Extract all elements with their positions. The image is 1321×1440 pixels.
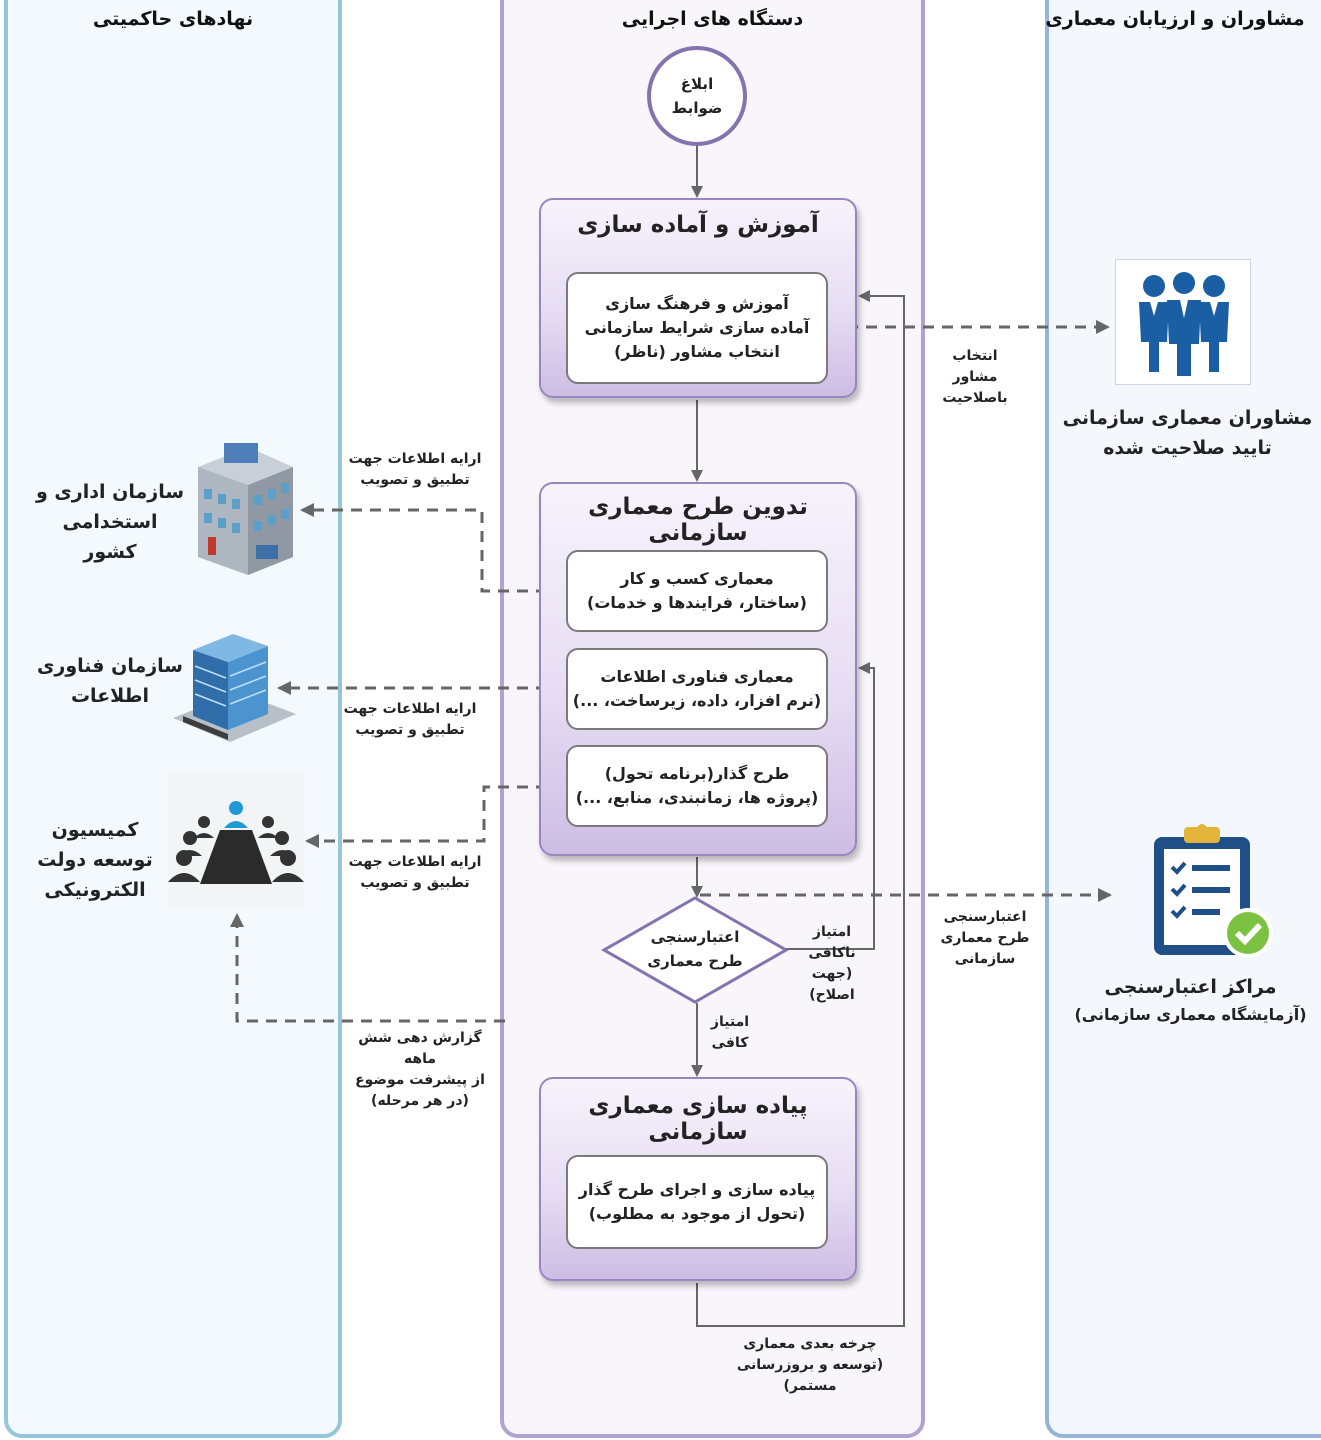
stage-implementation-title: پیاده سازی معماری سازمانی bbox=[588, 1093, 808, 1145]
lane-executive-title: دستگاه های اجرایی bbox=[621, 8, 804, 30]
decision-line-2: طرح معماری bbox=[647, 952, 743, 970]
business-architecture-box: معماری کسب و کار (ساختار، فرایندها و خدم… bbox=[566, 550, 828, 632]
lane-governance-title: نهادهای حاکمیتی bbox=[92, 8, 254, 30]
label-next-cycle: چرخه بعدی معماری (توسعه و بروزرسانی مستم… bbox=[720, 1334, 900, 1397]
label-report: گزارش دهی شش ماهه از پیشرفت موضوع (در هر… bbox=[340, 1028, 500, 1112]
lane-consultants: مشاوران و ارزیابان معماری bbox=[1045, 0, 1321, 1438]
dashed-info-admin bbox=[300, 503, 566, 593]
org-it-line-2: اطلاعات bbox=[70, 685, 150, 707]
meeting-table-icon bbox=[168, 801, 304, 884]
org-admin-line-1: سازمان اداری و bbox=[35, 481, 185, 503]
org-labs: مراکز اعتبارسنجی (آزمایشگاه معماری سازما… bbox=[1058, 973, 1321, 1029]
label-sufficient-line-2: کافی bbox=[711, 1035, 749, 1051]
label-validation: اعتبارسنجی طرح معماری سازمانی bbox=[935, 907, 1035, 970]
it-architecture-box: معماری فناوری اطلاعات (نرم افزار، داده، … bbox=[566, 648, 828, 730]
flow-insufficient-loop bbox=[784, 662, 875, 950]
org-admin-line-3: کشور bbox=[83, 541, 137, 563]
dashed-report bbox=[230, 913, 505, 1023]
decision-diamond bbox=[600, 896, 790, 1004]
lane-consultants-title: مشاوران و ارزیابان معماری bbox=[1045, 8, 1305, 30]
org-labs-line-2: (آزمایشگاه معماری سازمانی) bbox=[1074, 1005, 1307, 1024]
transition-plan-line-1: طرح گذار(برنامه تحول) bbox=[604, 764, 790, 783]
label-insufficient-line-2: ناکافی bbox=[808, 945, 856, 961]
stage-training-line-1: آموزش و فرهنگ سازی bbox=[605, 294, 789, 313]
start-line-2: ضوابط bbox=[671, 99, 723, 117]
it-architecture-line-1: معماری فناوری اطلاعات bbox=[600, 667, 794, 686]
consultants-group-icon bbox=[1139, 272, 1229, 376]
transition-plan-box: طرح گذار(برنامه تحول) (پروژه ها، زمانبند… bbox=[566, 745, 828, 827]
it-architecture-line-2: (نرم افزار، داده، زیرساخت، ...) bbox=[572, 691, 822, 710]
decision-label: اعتبارسنجی طرح معماری bbox=[620, 925, 770, 973]
label-info-it: ارایه اطلاعات جهت تطبیق و تصویب bbox=[325, 699, 495, 741]
label-report-line-2: ماهه bbox=[403, 1051, 437, 1067]
office-building-icon bbox=[198, 443, 293, 575]
label-report-line-1: گزارش دهی شش bbox=[358, 1030, 482, 1046]
stage-training-line-3: انتخاب مشاور (ناظر) bbox=[614, 342, 780, 361]
label-info-commission-line-1: ارایه اطلاعات جهت bbox=[348, 854, 482, 870]
org-it-line-1: سازمان فناوری bbox=[37, 655, 183, 677]
label-info-admin: ارایه اطلاعات جهت تطبیق و تصویب bbox=[330, 449, 500, 491]
org-commission-line-1: کمیسیون bbox=[51, 819, 139, 841]
org-it: سازمان فناوری اطلاعات bbox=[20, 651, 200, 711]
label-insufficient: امتیاز ناکافی (جهت اصلاح) bbox=[792, 922, 872, 1006]
label-info-admin-line-1: ارایه اطلاعات جهت bbox=[348, 451, 482, 467]
org-consultants: مشاوران معماری سازمانی تایید صلاحیت شده bbox=[1060, 403, 1315, 463]
label-info-admin-line-2: تطبیق و تصویب bbox=[360, 472, 470, 488]
label-sufficient: امتیاز کافی bbox=[700, 1012, 760, 1054]
implementation-line-1: پیاده سازی و اجرای طرح گذار bbox=[578, 1180, 816, 1199]
dashed-info-commission bbox=[305, 785, 566, 848]
label-insufficient-line-3: (جهت bbox=[811, 966, 853, 982]
label-validation-line-2: طرح معماری bbox=[940, 930, 1030, 946]
decision-line-1: اعتبارسنجی bbox=[650, 928, 740, 946]
org-labs-line-1: مراکز اعتبارسنجی bbox=[1104, 976, 1277, 998]
label-report-line-4: (در هر مرحله) bbox=[371, 1093, 469, 1109]
it-building-icon bbox=[173, 634, 296, 742]
business-architecture-line-1: معماری کسب و کار bbox=[620, 569, 774, 588]
label-select-consultant-line-1: انتخاب bbox=[952, 348, 998, 364]
org-commission: کمیسیون توسعه دولت الکترونیکی bbox=[20, 815, 170, 905]
label-next-cycle-line-2: (توسعه و بروزرسانی bbox=[736, 1357, 884, 1373]
transition-plan-line-2: (پروژه ها، زمانبندی، منابع، ...) bbox=[575, 788, 819, 807]
org-consultants-line-2: تایید صلاحیت شده bbox=[1103, 437, 1272, 459]
label-next-cycle-line-1: چرخه بعدی معماری bbox=[743, 1336, 877, 1352]
label-select-consultant-line-3: باصلاحیت bbox=[942, 390, 1008, 406]
org-admin-line-2: استخدامی bbox=[62, 511, 158, 533]
implementation-box: پیاده سازی و اجرای طرح گذار (تحول از موج… bbox=[566, 1155, 828, 1249]
stage-design-title: تدوین طرح معماری سازمانی bbox=[588, 494, 808, 546]
label-insufficient-line-4: اصلاح) bbox=[809, 987, 855, 1003]
stage-training-line-2: آماده سازی شرایط سازمانی bbox=[584, 318, 810, 337]
org-admin: سازمان اداری و استخدامی کشور bbox=[20, 477, 200, 567]
label-select-consultant-line-2: مشاور bbox=[952, 369, 998, 385]
label-validation-line-1: اعتبارسنجی bbox=[943, 909, 1027, 925]
start-line-1: ابلاغ bbox=[680, 75, 714, 93]
label-sufficient-line-1: امتیاز bbox=[710, 1014, 750, 1030]
stage-training-box: آموزش و فرهنگ سازی آماده سازی شرایط سازم… bbox=[566, 272, 828, 384]
label-next-cycle-line-3: مستمر) bbox=[783, 1378, 837, 1394]
stage-training-title: آموزش و آماده سازی bbox=[577, 212, 819, 238]
label-info-it-line-2: تطبیق و تصویب bbox=[355, 722, 465, 738]
label-select-consultant: انتخاب مشاور باصلاحیت bbox=[935, 346, 1015, 409]
org-commission-line-3: الکترونیکی bbox=[44, 879, 146, 901]
label-report-line-3: از پیشرفت موضوع bbox=[355, 1072, 485, 1088]
org-commission-line-2: توسعه دولت bbox=[37, 849, 153, 871]
flow-next-cycle-loop bbox=[696, 290, 905, 1327]
clipboard-checklist-icon bbox=[1154, 824, 1273, 958]
start-circle: ابلاغ ضوابط bbox=[647, 46, 747, 146]
lane-governance: نهادهای حاکمیتی bbox=[4, 0, 342, 1438]
org-consultants-line-1: مشاوران معماری سازمانی bbox=[1062, 407, 1313, 429]
business-architecture-line-2: (ساختار، فرایندها و خدمات) bbox=[587, 593, 807, 612]
label-info-commission-line-2: تطبیق و تصویب bbox=[360, 875, 470, 891]
implementation-line-2: (تحول از موجود به مطلوب) bbox=[588, 1204, 806, 1223]
label-validation-line-3: سازمانی bbox=[954, 951, 1016, 967]
label-info-commission: ارایه اطلاعات جهت تطبیق و تصویب bbox=[330, 852, 500, 894]
label-insufficient-line-1: امتیاز bbox=[812, 924, 852, 940]
label-info-it-line-1: ارایه اطلاعات جهت bbox=[343, 701, 477, 717]
